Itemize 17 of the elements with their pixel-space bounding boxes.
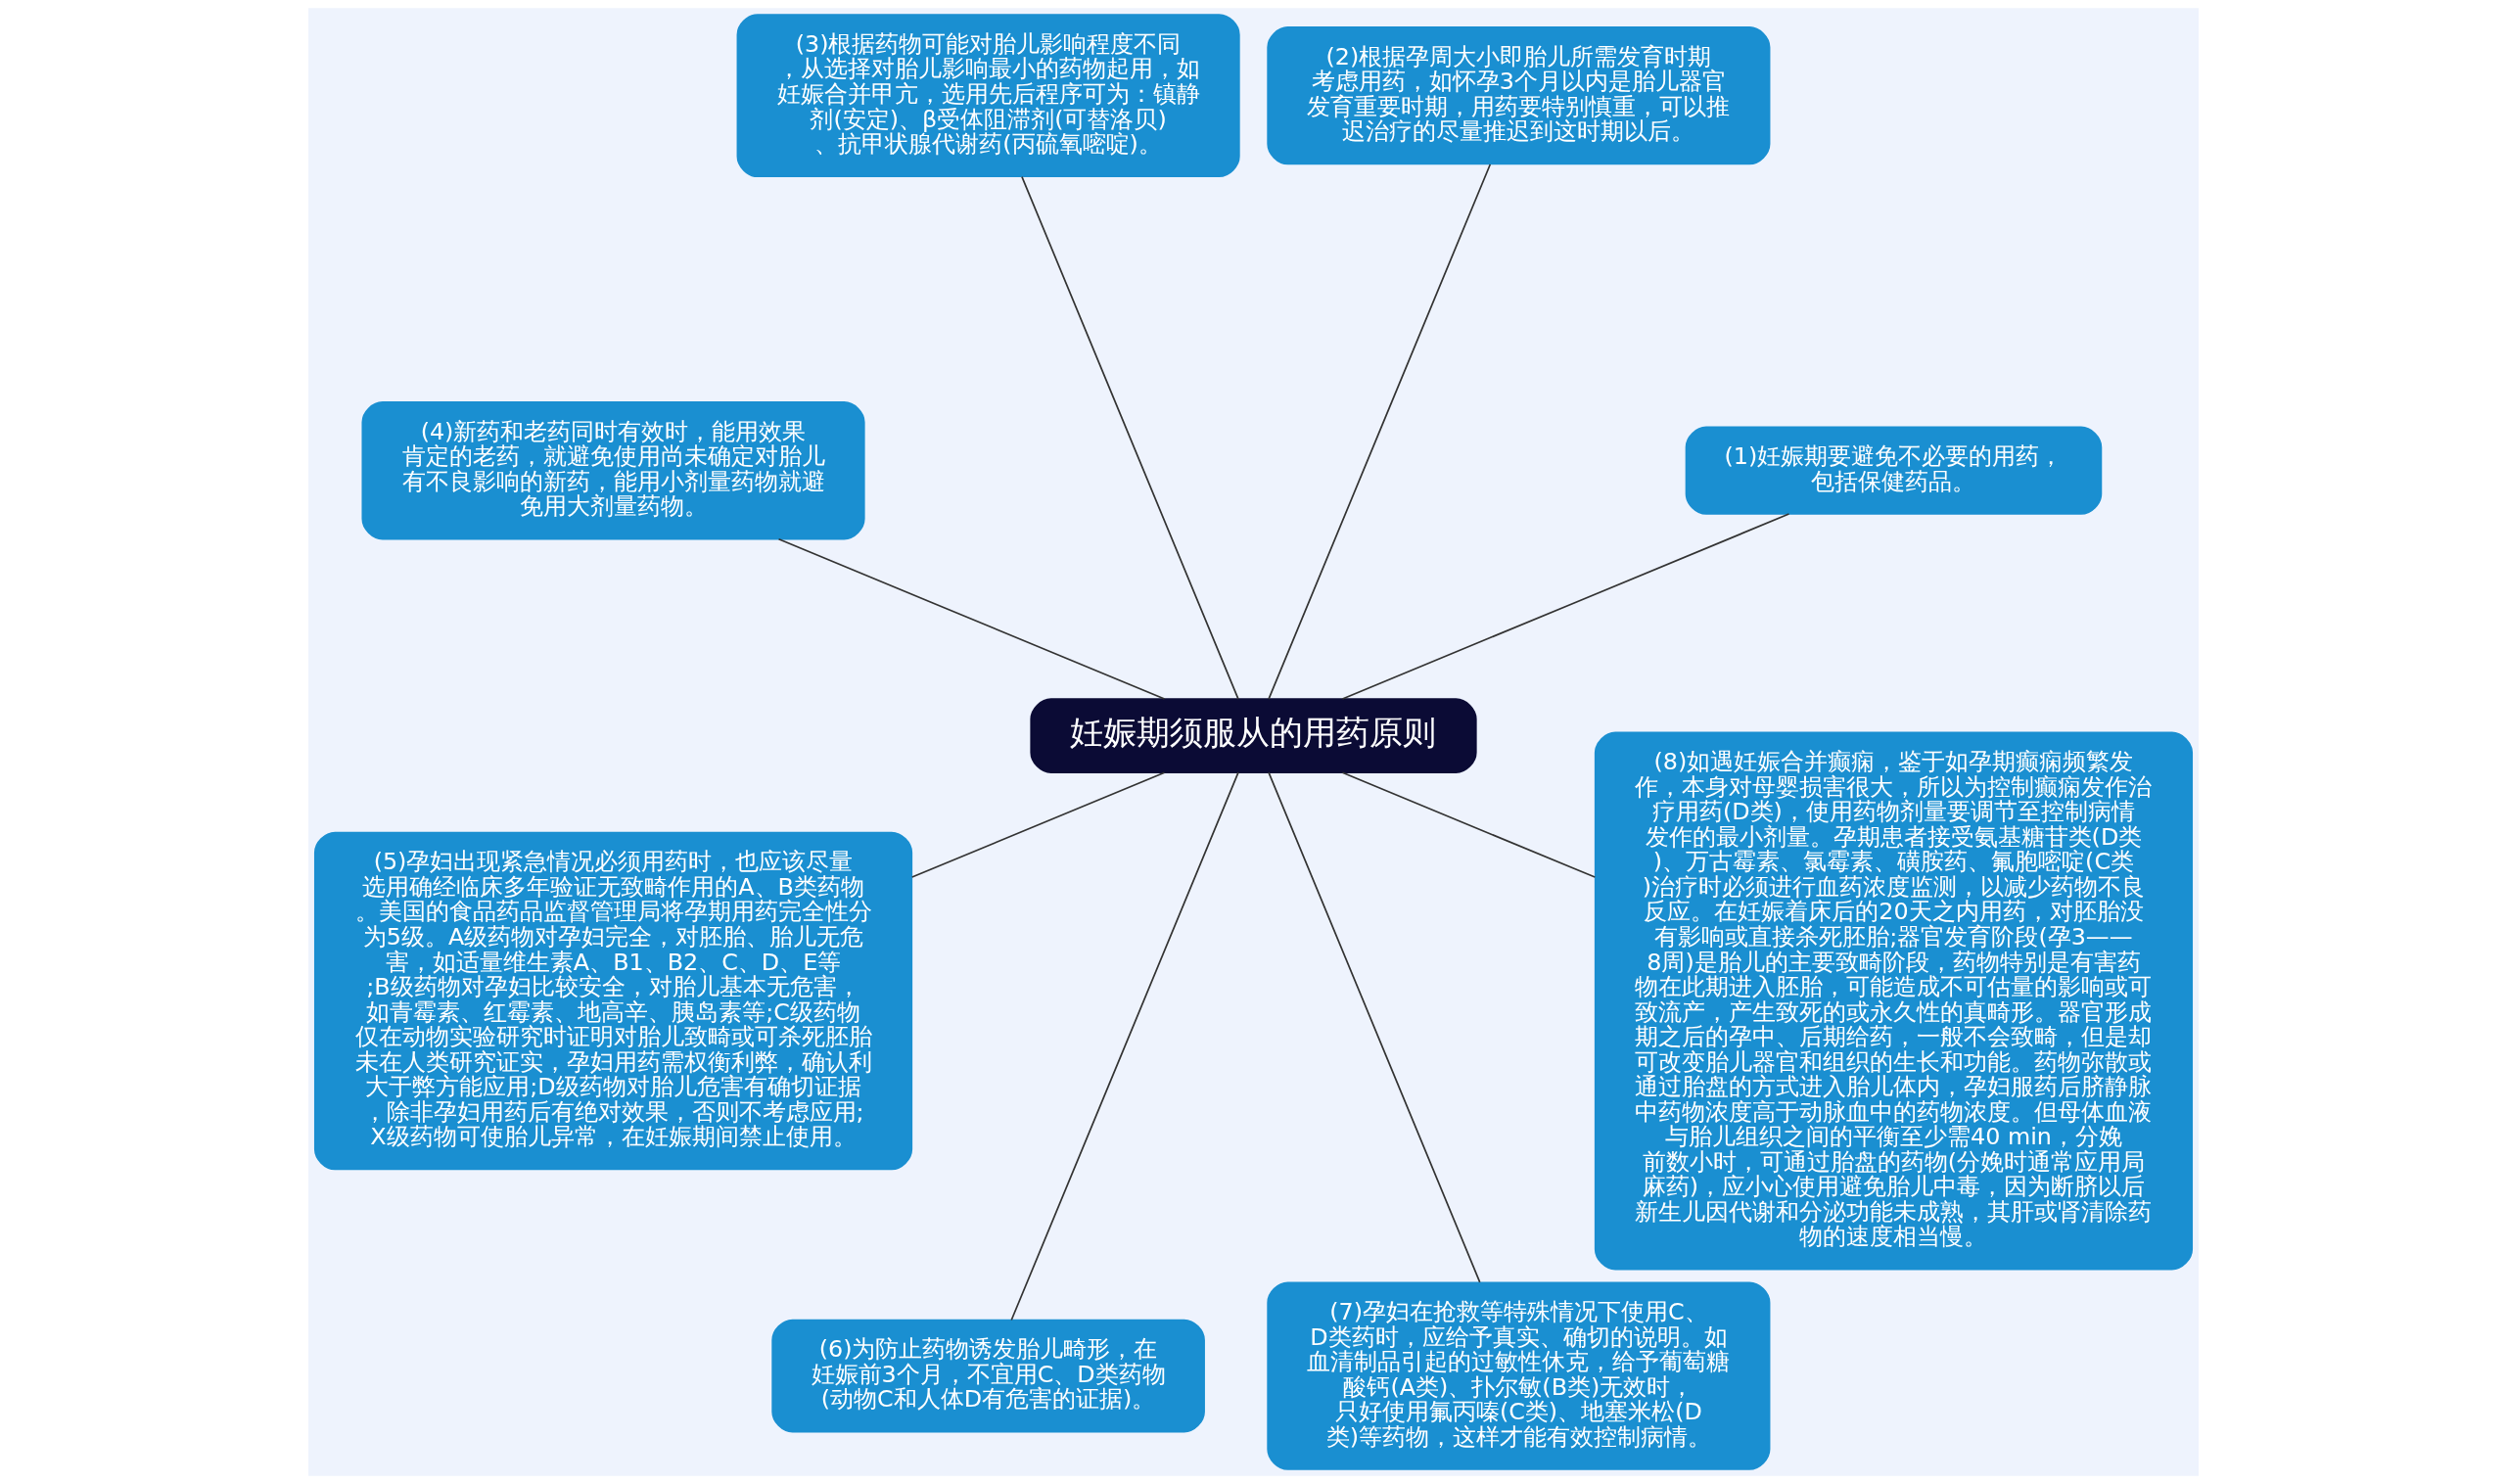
- connector: [1009, 771, 1239, 1322]
- connector: [1267, 771, 1481, 1283]
- node-box: (6)为防止药物诱发胎儿畸形，在妊娠前3个月，不宜用C、D类药物(动物C和人体D有危害的证据)。: [770, 1319, 1205, 1433]
- connector: [1267, 163, 1491, 700]
- node-box: (5)孕妇出现紧急情况必须用药时，也应该尽量选用确经临床多年验证无致畸作用的A、B类药物。美国的食品药品监督管理局将孕期用药完全性分为5级。A级药物对孕妇完全，对胚胎、胎儿无危害，如适量维生素A、B1、B2、C、D、E等;B级药物对孕妇比较安全，对胎儿基本无危害，如青霉素、红霉素、地高辛、胰岛素等;C级药物仅在动物实验研究时证明对胎儿致畸或可杀死胚胎未在人类研究证实，孕妇用药需权衡利弊，确认利大于弊方能应用;D级药物对胎儿危害有确切证据，除非孕妇用药后有绝对效果，否则不考虑应用;X级药物可使胎儿异常，在妊娠期间禁止使用。: [313, 831, 912, 1171]
- node-box: (4)新药和老药同时有效时，能用效果肯定的老药，就避免使用尚未确定对胎儿有不良影响的新药，能用小剂量药物就避免用大剂量药物。: [360, 401, 865, 540]
- node-box: (3)根据药物可能对胎儿影响程度不同，从选择对胎儿影响最小的药物起用，如妊娠合并甲亢，选用先后程序可为：镇静剂(安定)、β受体阻滞剂(可替洛贝)、抗甲状腺代谢药(丙硫氧嘧啶)。: [736, 14, 1240, 178]
- node-box: (1)妊娠期要避免不必要的用药，包括保健药品。: [1685, 426, 2102, 515]
- connector: [1020, 175, 1239, 700]
- connector: [777, 537, 1165, 700]
- node-box: (8)如遇妊娠合并癫痫，鉴于如孕期癫痫频繁发作，本身对母婴损害很大，所以为控制癫痫发作治疗用药(D类)，使用药物剂量要调节至控制病情发作的最小剂量。孕期患者接受氨基糖苷类(D类)、万古霉素、氯霉素、磺胺药、氟胞嘧啶(C类)治疗时必须进行血药浓度监测，以减少药物不良反应。在妊娠着床后的20天之内用药，对胚胎没有影响或直接杀死胚胎;器官发育阶段(孕3——8周)是胎儿的主要致畸阶段，药物特别是有害药物在此期进入胚胎，可能造成不可估量的影响或可致流产，产生致死的或永久性的真畸形。器官形成期之后的孕中、后期给药，一般不会致畸，但是却可改变胎儿器官和组织的生长和功能。药物弥散或通过胎盘的方式进入胎儿体内，孕妇服药后脐静脉中药物浓度高于动脉血中的药物浓度。但母体血液与胎儿组织之间的平衡至少需40 min，分娩前数小时，可通过胎盘的药物(分娩时通常应用局麻药)，应小心使用避免胎儿中毒，因为断脐以后新生儿因代谢和分泌功能未成熟，其肝或肾清除药物的速度相当慢。: [1594, 731, 2193, 1271]
- node-box: (2)根据孕周大小即胎儿所需发育时期考虑用药，如怀孕3个月以内是胎儿器官发育重要时期，用药要特别慎重，可以推迟治疗的尽量推迟到这时期以后。: [1266, 26, 1770, 165]
- node-box: (7)孕妇在抢救等特殊情况下使用C、D类药时，应给予真实、确切的说明。如血清制品引起的过敏性休克，给予葡萄糖酸钙(A类)、扑尔敏(B类)无效时，只好使用氟丙嗪(C类)、地塞米松(D类)等药物，这样才能有效控制病情。: [1266, 1281, 1770, 1470]
- connector: [910, 771, 1165, 878]
- connector: [1341, 771, 1596, 878]
- node-box: 妊娠期须服从的用药原则: [1029, 698, 1477, 773]
- connector: [1341, 513, 1789, 700]
